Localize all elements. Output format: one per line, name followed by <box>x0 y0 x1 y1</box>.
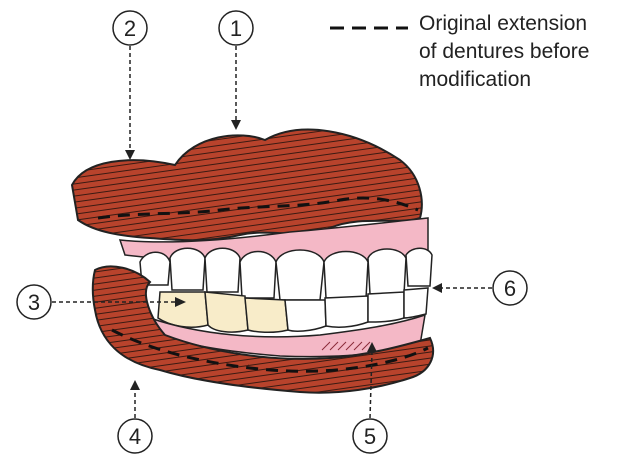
callout-4-label: 4 <box>129 424 141 449</box>
callout-5-label: 5 <box>364 424 376 449</box>
callout-6-label: 6 <box>504 276 516 301</box>
legend-line-3: modification <box>419 66 589 94</box>
legend-line-2: of dentures before <box>419 38 589 66</box>
legend-text: Original extension of dentures before mo… <box>419 10 589 94</box>
callout-3-label: 3 <box>28 290 40 315</box>
callout-2-label: 2 <box>124 16 136 41</box>
legend-line-1: Original extension <box>419 10 589 38</box>
callout-1-label: 1 <box>230 16 242 41</box>
